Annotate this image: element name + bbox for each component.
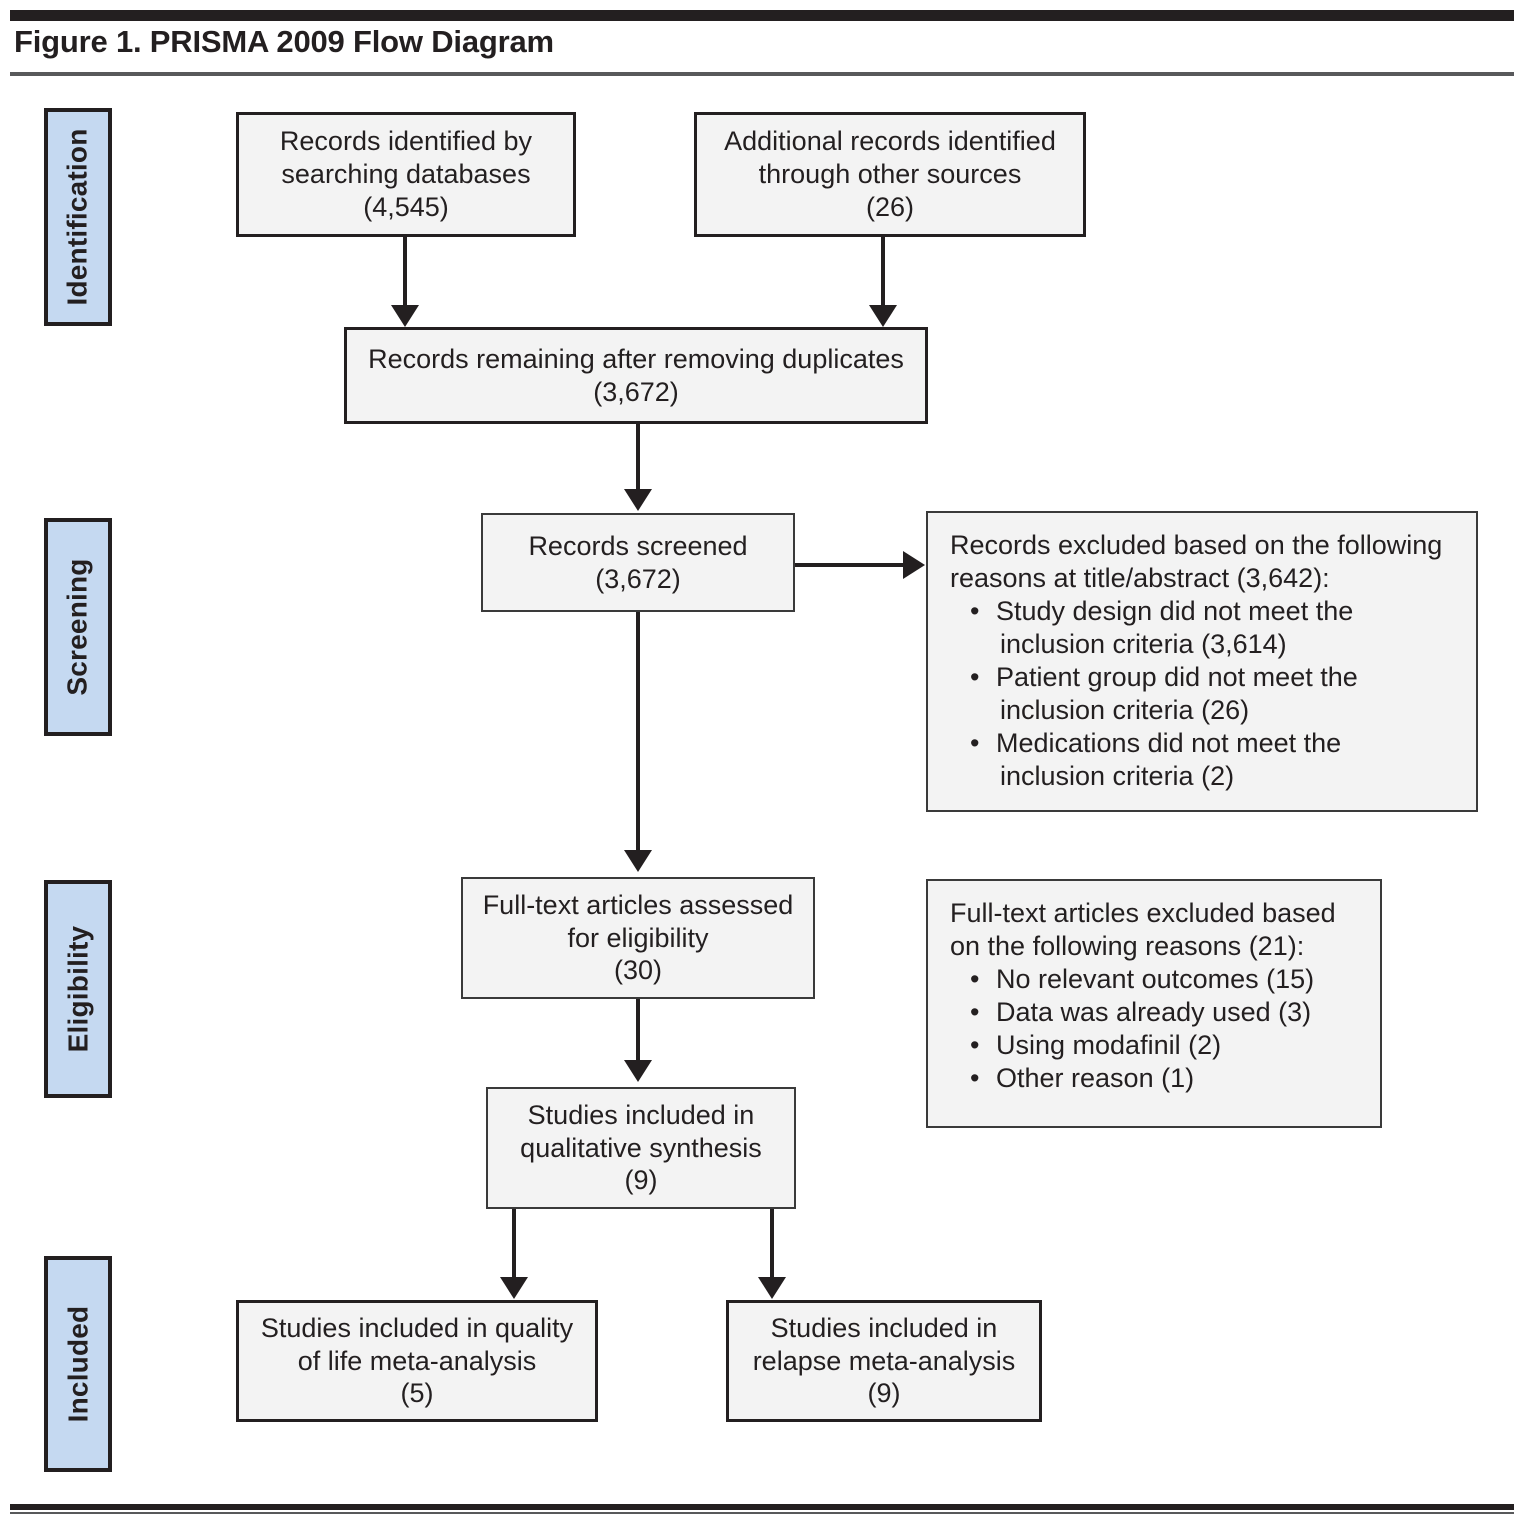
list-item: • Patient group did not meet the inclusi… xyxy=(970,661,1358,727)
box-qualitative-synthesis: Studies included in qualitative synthesi… xyxy=(486,1087,796,1209)
box-records-after-duplicates: Records remaining after removing duplica… xyxy=(344,327,928,424)
list-item: • Medications did not meet the inclusion… xyxy=(970,727,1358,793)
connector-screened-to-fulltext xyxy=(636,612,640,853)
stage-label-screening-text: Screening xyxy=(62,558,93,696)
list-item: • Other reason (1) xyxy=(970,1062,1314,1095)
box-screened-line1: Records screened xyxy=(528,530,748,561)
box-fulltext-excluded-bullet-list: • No relevant outcomes (15) • Data was a… xyxy=(950,963,1314,1095)
connector-qualitative-to-relapse xyxy=(770,1209,774,1280)
box-records-other-line1: Additional records identified xyxy=(724,126,1056,157)
list-item: • Using modafinil (2) xyxy=(970,1029,1314,1062)
stage-label-eligibility: Eligibility xyxy=(44,880,112,1098)
arrowhead-screened-to-fulltext xyxy=(624,850,652,872)
connector-dedup-to-screened xyxy=(636,424,640,492)
box-fulltext-assessed-count: (30) xyxy=(613,955,662,986)
box-qualitative-line1: Studies included in xyxy=(527,1099,755,1130)
header-rule-top xyxy=(10,10,1514,21)
stage-label-identification: Identification xyxy=(44,108,112,326)
stage-label-screening: Screening xyxy=(44,518,112,736)
box-fulltext-excluded: Full-text articles excluded based on the… xyxy=(926,879,1382,1128)
arrowhead-dedup-to-screened xyxy=(624,489,652,511)
box-relapse-line2: relapse meta-analysis xyxy=(752,1345,1016,1376)
list-item-subtext: inclusion criteria (26) xyxy=(1000,694,1250,725)
stage-label-included-text: Included xyxy=(62,1305,93,1423)
box-dedup-line1: Records remaining after removing duplica… xyxy=(368,343,904,374)
arrowhead-qualitative-to-relapse xyxy=(758,1277,786,1299)
stage-label-identification-text: Identification xyxy=(62,128,93,306)
box-quality-of-life-meta-analysis: Studies included in quality of life meta… xyxy=(236,1300,598,1422)
bullet-icon: • xyxy=(970,1029,980,1060)
box-screened-count: (3,672) xyxy=(595,563,681,594)
box-relapse-meta-analysis: Studies included in relapse meta-analysi… xyxy=(726,1300,1042,1422)
bullet-icon: • xyxy=(970,661,980,692)
box-records-databases-line1: Records identified by xyxy=(279,126,533,157)
box-qualitative-line2: qualitative synthesis xyxy=(520,1132,762,1163)
box-qol-line1: Studies included in quality xyxy=(260,1312,574,1343)
arrowhead-other-to-dedup xyxy=(869,305,897,327)
list-item-subtext: inclusion criteria (2) xyxy=(1000,760,1235,791)
header-rule-bottom xyxy=(10,72,1514,76)
box-fulltext-assessed-line2: for eligibility xyxy=(567,922,709,953)
box-records-excluded-line1: Records excluded based on the following xyxy=(950,530,1443,560)
box-records-other-line2: through other sources xyxy=(758,159,1022,190)
stage-label-eligibility-text: Eligibility xyxy=(62,925,93,1053)
box-records-screened: Records screened (3,672) xyxy=(481,513,795,612)
stage-label-included: Included xyxy=(44,1256,112,1472)
list-item: • Study design did not meet the inclusio… xyxy=(970,595,1358,661)
arrowhead-databases-to-dedup xyxy=(391,305,419,327)
arrowhead-fulltext-to-qualitative xyxy=(624,1060,652,1082)
list-item: • No relevant outcomes (15) xyxy=(970,963,1315,996)
list-item-text: Study design did not meet the xyxy=(996,595,1354,626)
arrowhead-screened-to-excluded xyxy=(903,551,925,579)
bullet-icon: • xyxy=(970,727,980,758)
connector-qualitative-to-qol xyxy=(512,1209,516,1280)
box-records-excluded-bullet-list: • Study design did not meet the inclusio… xyxy=(950,595,1358,793)
box-dedup-count: (3,672) xyxy=(593,376,679,407)
box-records-databases-count: (4,545) xyxy=(363,191,449,222)
box-records-databases-line2: searching databases xyxy=(281,159,531,190)
figure-title: Figure 1. PRISMA 2009 Flow Diagram xyxy=(14,24,554,59)
box-records-excluded: Records excluded based on the following … xyxy=(926,511,1478,812)
list-item-text: Other reason (1) xyxy=(996,1062,1195,1093)
box-qualitative-count: (9) xyxy=(624,1165,658,1196)
box-qol-count: (5) xyxy=(400,1378,434,1409)
list-item-subtext: inclusion criteria (3,614) xyxy=(1000,628,1287,659)
box-fulltext-assessed-line1: Full-text articles assessed xyxy=(482,889,794,920)
box-fulltext-excluded-line1: Full-text articles excluded based xyxy=(950,898,1336,928)
bullet-icon: • xyxy=(970,963,980,994)
connector-fulltext-to-qualitative xyxy=(636,999,640,1063)
box-records-identified-databases: Records identified by searching database… xyxy=(236,112,576,237)
list-item-text: Medications did not meet the xyxy=(996,727,1342,758)
box-records-other-count: (26) xyxy=(865,191,914,222)
box-relapse-count: (9) xyxy=(867,1378,901,1409)
list-item-text: Using modafinil (2) xyxy=(996,1029,1222,1060)
list-item-text: Patient group did not meet the xyxy=(996,661,1358,692)
bullet-icon: • xyxy=(970,1062,980,1093)
list-item: • Data was already used (3) xyxy=(970,996,1314,1029)
connector-screened-to-excluded xyxy=(795,563,907,567)
footer-rule-top xyxy=(10,1504,1514,1510)
connector-databases-to-dedup xyxy=(403,237,407,311)
box-records-excluded-line2: reasons at title/abstract (3,642): xyxy=(950,562,1330,593)
box-additional-records-other-sources: Additional records identified through ot… xyxy=(694,112,1086,237)
box-qol-line2: of life meta-analysis xyxy=(297,1345,537,1376)
footer-rule-bottom xyxy=(10,1512,1514,1514)
box-relapse-line1: Studies included in xyxy=(770,1312,998,1343)
connector-other-to-dedup xyxy=(881,237,885,311)
arrowhead-qualitative-to-qol xyxy=(500,1277,528,1299)
bullet-icon: • xyxy=(970,595,980,626)
box-fulltext-assessed: Full-text articles assessed for eligibil… xyxy=(461,877,815,999)
bullet-icon: • xyxy=(970,996,980,1027)
box-fulltext-excluded-line2: on the following reasons (21): xyxy=(950,930,1305,961)
list-item-text: No relevant outcomes (15) xyxy=(996,963,1315,994)
list-item-text: Data was already used (3) xyxy=(996,996,1312,1027)
